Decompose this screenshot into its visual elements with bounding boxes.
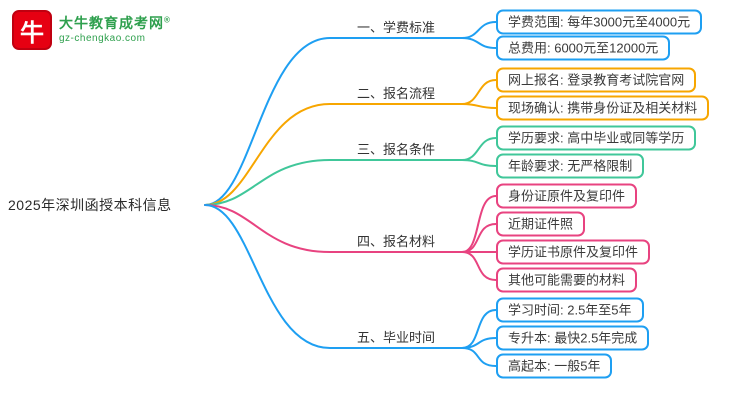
logo-icon: 牛 — [12, 10, 52, 50]
leaf-line-4-2 — [461, 223, 497, 253]
branch-line-5 — [204, 204, 463, 349]
leaf-line-3-1 — [461, 137, 497, 161]
leaf-node: 学费范围: 每年3000元至4000元 — [496, 9, 703, 35]
registered-mark-icon: ® — [164, 15, 171, 25]
logo-icon-glyph: 牛 — [20, 19, 44, 47]
branch-line-1 — [204, 37, 463, 206]
branch-node-5: 五、毕业时间 — [356, 330, 435, 345]
branch-node-2: 二、报名流程 — [356, 86, 435, 101]
leaf-line-2-1 — [461, 79, 497, 105]
leaf-node: 学习时间: 2.5年至5年 — [496, 297, 644, 323]
leaf-line-5-3 — [461, 347, 497, 367]
leaf-node: 专升本: 最快2.5年完成 — [496, 325, 650, 351]
leaf-node: 其他可能需要的材料 — [496, 267, 638, 293]
site-logo[interactable]: 牛 大牛教育成考网® gz-chengkao.com — [12, 10, 171, 50]
leaf-node: 高起本: 一般5年 — [496, 353, 613, 379]
logo-text: 大牛教育成考网® gz-chengkao.com — [59, 15, 171, 45]
leaf-line-1-2 — [461, 37, 497, 49]
leaf-line-2-2 — [461, 103, 497, 109]
branch-line-3 — [204, 159, 463, 206]
leaf-node: 学历要求: 高中毕业或同等学历 — [496, 125, 697, 151]
branch-node-4: 四、报名材料 — [356, 234, 435, 249]
brand-name: 大牛教育成考网® — [59, 15, 171, 32]
leaf-node: 年龄要求: 无严格限制 — [496, 153, 645, 179]
leaf-node: 现场确认: 携带身份证及相关材料 — [496, 95, 710, 121]
leaf-node: 近期证件照 — [496, 211, 586, 237]
leaf-line-4-4 — [461, 251, 497, 281]
branch-node-3: 三、报名条件 — [356, 142, 435, 157]
leaf-node: 网上报名: 登录教育考试院官网 — [496, 67, 697, 93]
branch-line-4 — [204, 204, 463, 253]
leaf-node: 学历证书原件及复印件 — [496, 239, 651, 265]
leaf-node: 总费用: 6000元至12000元 — [496, 35, 671, 61]
brand-domain: gz-chengkao.com — [59, 33, 146, 45]
leaf-line-1-1 — [461, 21, 497, 39]
leaf-line-3-2 — [461, 159, 497, 167]
root-node: 2025年深圳函授本科信息 — [8, 197, 172, 213]
branch-line-2 — [204, 103, 463, 206]
leaf-node: 身份证原件及复印件 — [496, 183, 638, 209]
branch-node-1: 一、学费标准 — [356, 20, 435, 35]
